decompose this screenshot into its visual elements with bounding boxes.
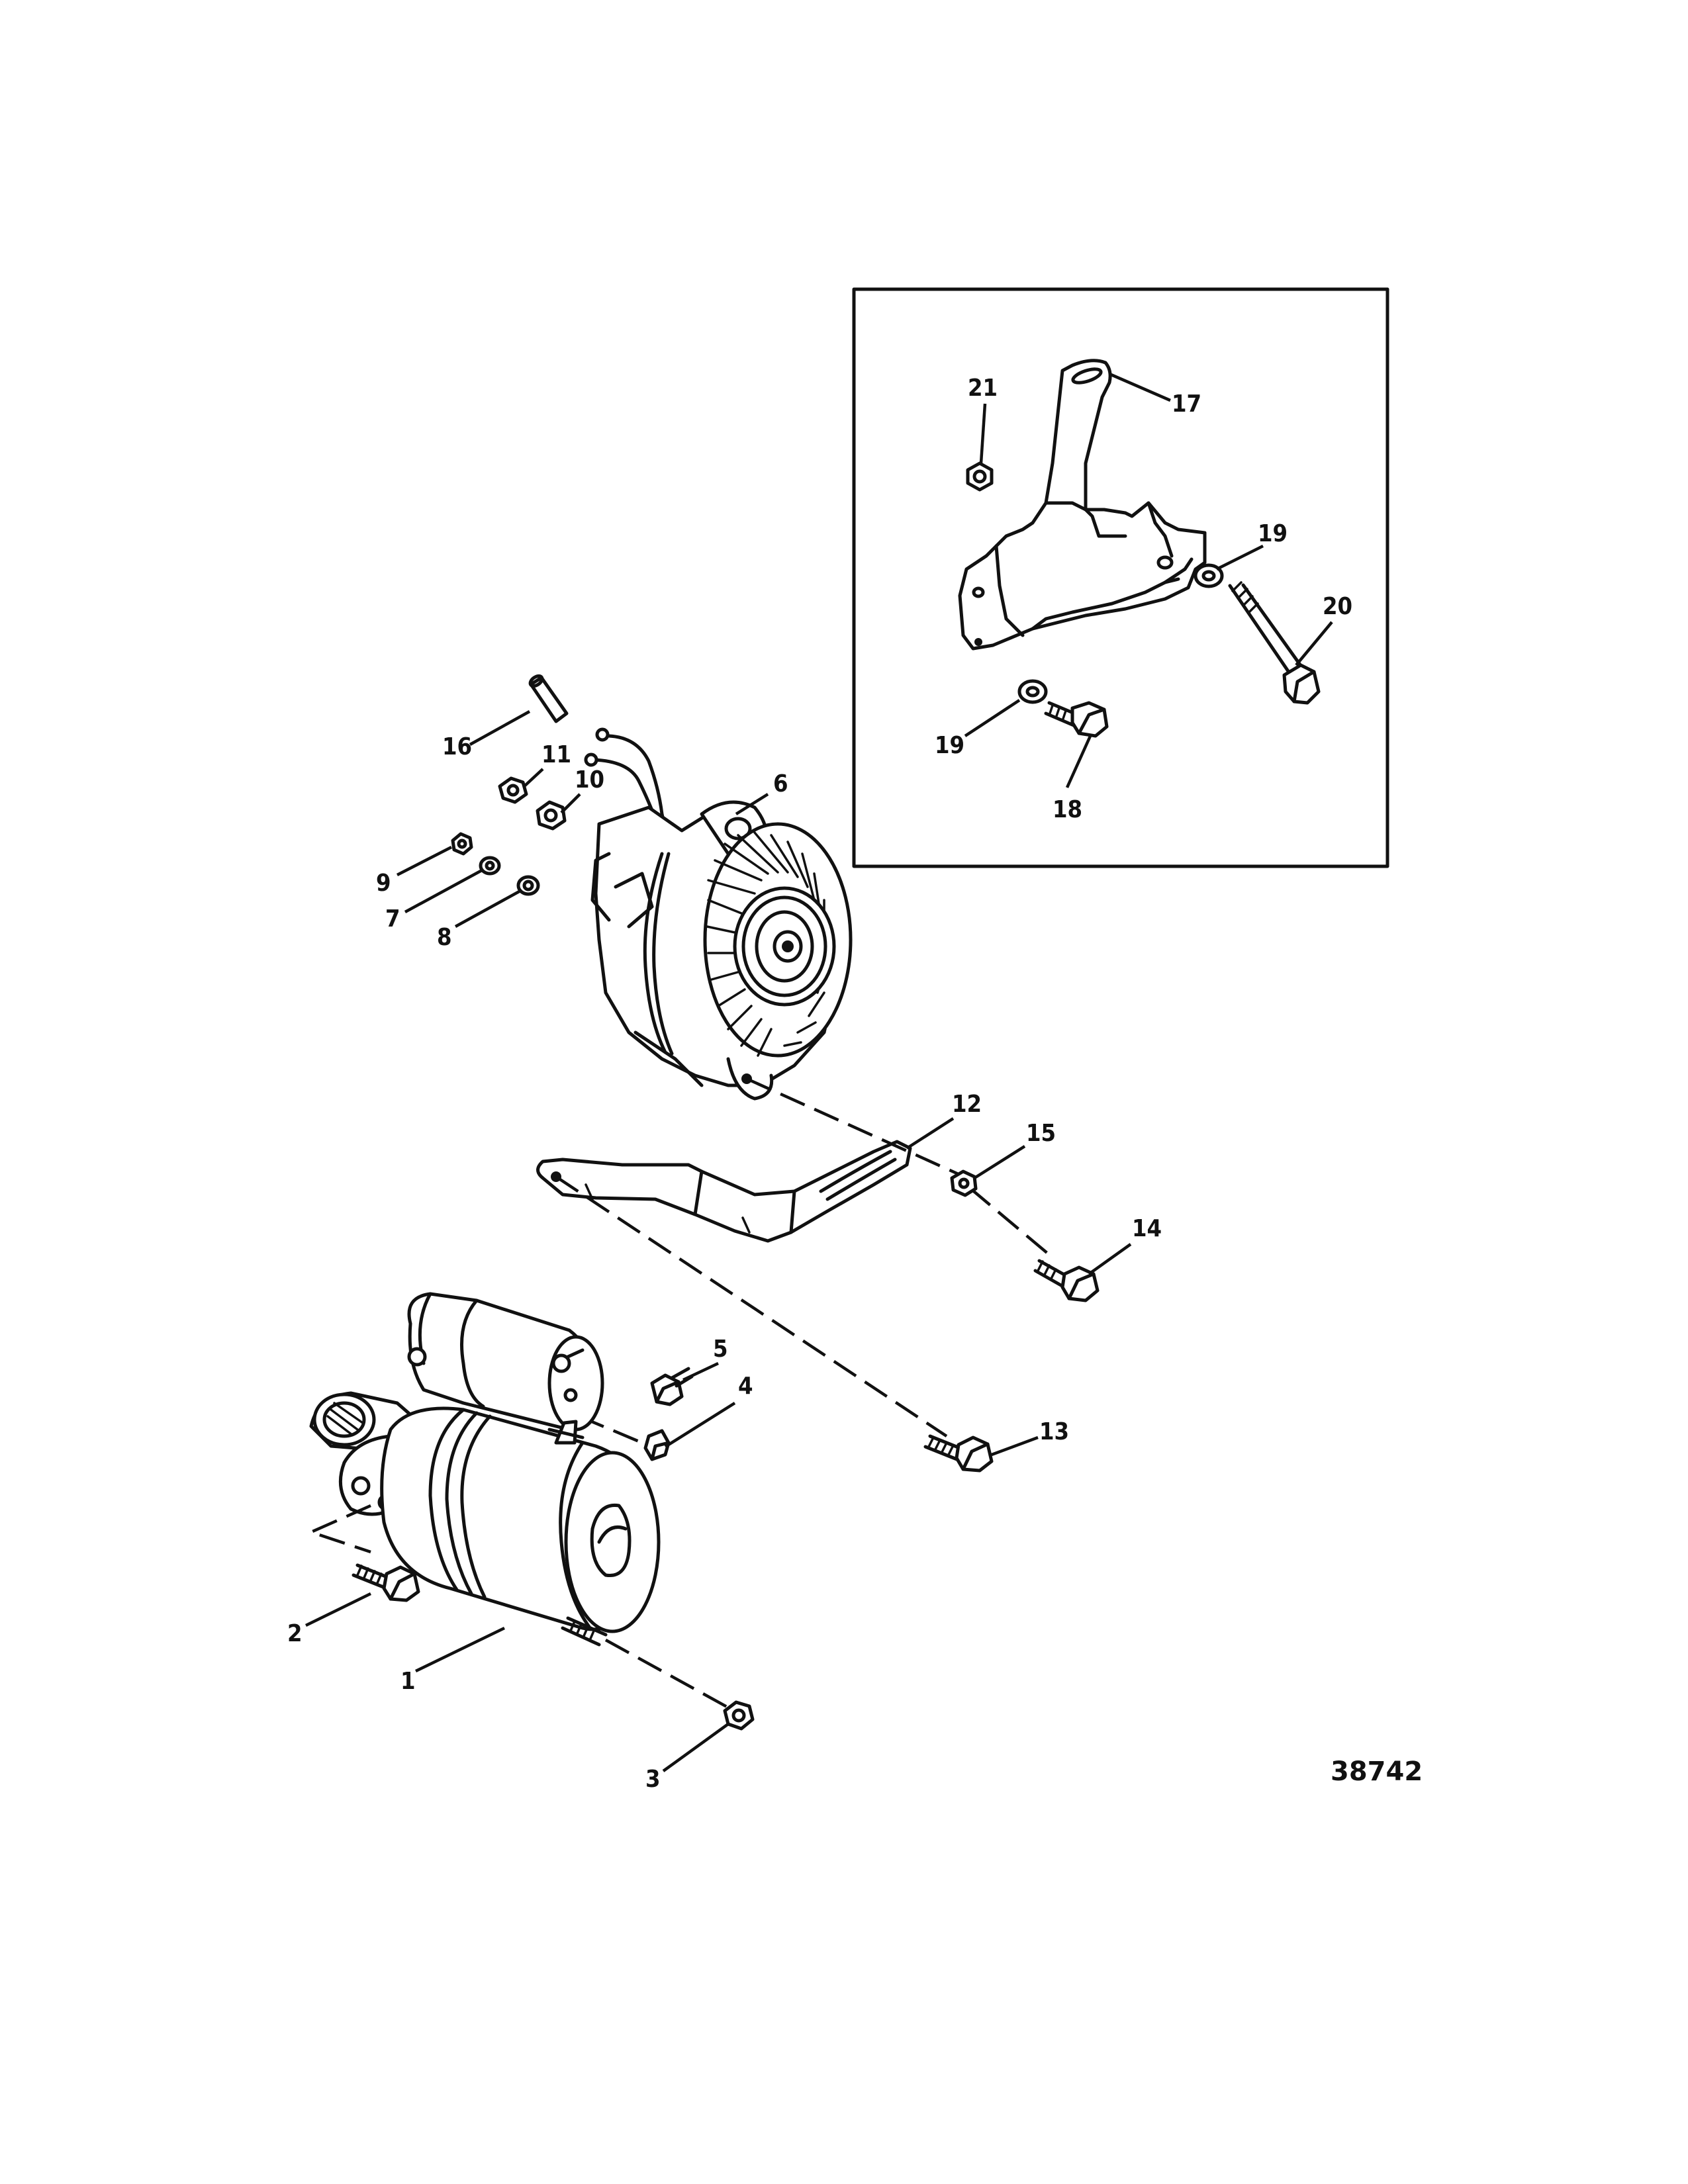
leader-6 bbox=[735, 793, 769, 815]
dash-bracket-to-bolt13 bbox=[555, 1175, 948, 1437]
part-3-nut bbox=[723, 1700, 755, 1731]
part-6-alternator bbox=[590, 800, 853, 1101]
callout-8: 8 bbox=[437, 924, 452, 951]
part-19-washer-upper bbox=[1194, 563, 1224, 588]
leader-9 bbox=[396, 845, 453, 877]
callout-15: 15 bbox=[1026, 1120, 1056, 1147]
callout-12: 12 bbox=[952, 1091, 982, 1118]
part-21-nut bbox=[966, 461, 994, 492]
leader-19a bbox=[1215, 544, 1264, 571]
part-17-bracket bbox=[958, 359, 1207, 651]
leader-20 bbox=[1295, 621, 1333, 666]
leader-12 bbox=[906, 1117, 955, 1150]
part-5-bolt bbox=[650, 1367, 694, 1406]
leader-11 bbox=[523, 768, 544, 788]
part-9-nut bbox=[451, 832, 473, 856]
callout-16: 16 bbox=[442, 733, 472, 760]
leader-19b bbox=[964, 699, 1021, 737]
callout-19-upper: 19 bbox=[1258, 520, 1288, 547]
leader-21 bbox=[979, 403, 987, 464]
part-15-nut bbox=[950, 1169, 978, 1197]
part-4-nut bbox=[643, 1429, 671, 1461]
callout-14: 14 bbox=[1132, 1215, 1162, 1242]
callout-6: 6 bbox=[773, 770, 788, 797]
callout-17: 17 bbox=[1172, 390, 1201, 418]
part-16-pin bbox=[528, 674, 569, 723]
part-10-nut bbox=[536, 800, 567, 831]
callout-4: 4 bbox=[738, 1373, 753, 1400]
leader-10 bbox=[560, 793, 581, 814]
leader-8 bbox=[454, 889, 523, 928]
callout-9: 9 bbox=[376, 870, 391, 897]
callout-20: 20 bbox=[1323, 593, 1352, 620]
callout-13: 13 bbox=[1039, 1418, 1069, 1445]
part-7-washer bbox=[479, 856, 501, 876]
inset-frame bbox=[852, 287, 1389, 868]
leader-16 bbox=[469, 710, 531, 746]
callout-10: 10 bbox=[575, 766, 604, 794]
leader-3 bbox=[662, 1723, 729, 1772]
callout-3: 3 bbox=[645, 1766, 661, 1793]
callout-19-lower: 19 bbox=[935, 732, 964, 759]
dash-alternator-to-nut15 bbox=[746, 1077, 961, 1177]
callout-2: 2 bbox=[287, 1620, 303, 1647]
dash-starter-mount bbox=[306, 1504, 371, 1554]
dash-nut15-to-bolt14 bbox=[968, 1187, 1054, 1259]
callout-21: 21 bbox=[968, 375, 998, 402]
leader-15 bbox=[973, 1145, 1026, 1179]
part-1-starter bbox=[309, 1292, 661, 1647]
leader-13 bbox=[991, 1435, 1039, 1457]
leader-1 bbox=[415, 1626, 505, 1673]
part-2-bolt bbox=[352, 1563, 420, 1602]
callout-5: 5 bbox=[713, 1336, 728, 1363]
part-14-bolt bbox=[1033, 1259, 1100, 1302]
part-11-nut bbox=[498, 776, 528, 804]
leader-4 bbox=[664, 1402, 736, 1448]
part-12-bracket bbox=[536, 1140, 912, 1243]
leader-18 bbox=[1065, 734, 1093, 788]
part-19-washer-lower bbox=[1017, 679, 1048, 704]
leader-7 bbox=[404, 869, 483, 913]
figure-number: 38742 bbox=[1331, 1756, 1423, 1787]
part-13-bolt bbox=[923, 1434, 994, 1473]
callout-11: 11 bbox=[541, 741, 571, 768]
part-18-bolt bbox=[1044, 701, 1109, 738]
leader-14 bbox=[1088, 1243, 1132, 1275]
callout-7: 7 bbox=[385, 905, 400, 933]
leader-2 bbox=[305, 1592, 371, 1627]
callout-1: 1 bbox=[400, 1668, 416, 1695]
callout-18: 18 bbox=[1053, 796, 1082, 823]
leader-5 bbox=[682, 1361, 719, 1382]
part-20-bolt bbox=[1228, 581, 1321, 705]
part-8-washer bbox=[516, 875, 540, 896]
leader-17 bbox=[1109, 372, 1171, 402]
dash-stud-to-nut3 bbox=[604, 1639, 729, 1709]
